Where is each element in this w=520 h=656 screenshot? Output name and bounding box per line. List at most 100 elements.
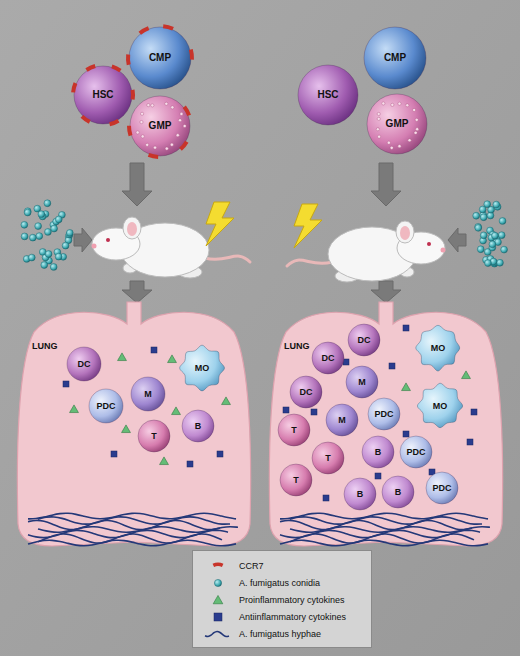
granule [147,104,150,107]
cell-label: DC [78,360,91,369]
antiinflammatory-cytokine [111,451,117,457]
cell-label: T [291,426,297,435]
legend-sample [203,593,233,607]
cell-body [280,464,312,496]
legend-sample [203,627,233,641]
antiinflammatory-cytokine [151,347,157,353]
conidium [475,223,482,230]
cell-body [382,476,414,508]
cell-label: HSC [92,90,113,100]
irradiation-bolt [206,202,234,246]
granule [416,128,419,131]
cell-label: LUNG [284,342,310,351]
antiinflammatory-cytokine [389,363,395,369]
hyphae-sample [205,631,229,636]
ccr7-receptor [71,82,77,92]
legend-box: CCR7 A. fumigatus conidiaProinflammatory … [192,550,372,648]
cell-body [348,324,380,356]
legend-sample [203,610,233,624]
legend-row: A. fumigatus conidia [203,574,371,591]
conidium [62,242,69,249]
immune-cell: PDC [399,435,433,469]
cell-label: PDC [96,402,115,411]
cell-body [312,442,344,474]
cell-label: B [375,448,382,457]
cell-label: DC [358,336,371,345]
conidium [45,229,52,236]
granule [414,131,417,134]
cell-label: PDC [406,448,425,457]
cell-body [290,376,322,408]
conidium [50,264,57,271]
granule [413,108,416,111]
conidium [480,232,487,239]
conidium [55,253,62,260]
conidium [21,221,28,228]
cell-body [129,27,191,89]
granule [382,102,385,105]
immune-cell: DC [66,346,102,382]
ccr7-receptor [163,24,174,30]
macrophage-body [416,325,460,371]
conidium [41,262,48,269]
hyphae [38,517,230,524]
granule [176,134,179,137]
ccr7-receptor [111,64,121,72]
granule [377,117,380,120]
ccr7-receptor [126,54,131,65]
antiinflammatory-cytokine [323,495,329,501]
immune-cell: PDC [88,388,124,424]
side-arrow [448,228,466,252]
conidium [497,259,504,266]
conidium [489,241,496,248]
immune-cell: B [343,477,377,511]
legend-row: Antiinflammatory cytokines [203,608,371,625]
conidium [51,225,58,232]
hyphae [28,540,236,545]
granule [391,103,394,106]
cell-body [130,96,190,156]
progenitor-cell: CMP [363,26,427,90]
ccr7-receptor [148,153,158,159]
conidium [36,233,43,240]
conidium [24,209,31,216]
proinflammatory-cytokine [122,425,131,433]
immune-cell: T [137,419,171,453]
cell-body [67,347,101,381]
down-arrow [371,281,401,303]
cell-body [344,478,376,510]
granule [136,131,139,134]
legend-label: CCR7 [239,561,264,571]
progenitor-cell: HSC [73,65,133,125]
conidium [55,216,62,223]
hyphae [280,540,488,545]
immune-cell: PDC [367,397,401,431]
granule [171,106,174,109]
legend-swatch [214,613,222,621]
granule [140,112,143,115]
granule [178,119,181,122]
legend-row: Proinflammatory cytokines [203,591,371,608]
granule [146,143,149,146]
antiinflammatory-cytokine [467,439,473,445]
cell-label: PDC [432,484,451,493]
granule [165,147,168,150]
lung-outline: LUNGDCMOPDCMTB [14,302,254,548]
legend-row: A. fumigatus hyphae [203,625,371,642]
cell-label: T [325,454,331,463]
ccr7-receptor [109,119,119,126]
block-arrows [74,163,466,303]
macrophage-cell: MO [416,382,464,430]
down-arrow [122,163,152,206]
cell-label: GMP [149,121,172,131]
immune-cell: M [325,403,359,437]
cell-body [278,414,310,446]
lung-outline: LUNGDCDCMODCMMOPDCMTBPDCTTBBPDC [266,302,506,548]
conidium [485,260,492,267]
antiinflammatory-cytokine [403,431,409,437]
ccr7-receptor [131,90,135,100]
hyphae [290,517,482,524]
cell-label: MO [431,344,446,353]
proinflammatory-cytokine [402,383,411,391]
